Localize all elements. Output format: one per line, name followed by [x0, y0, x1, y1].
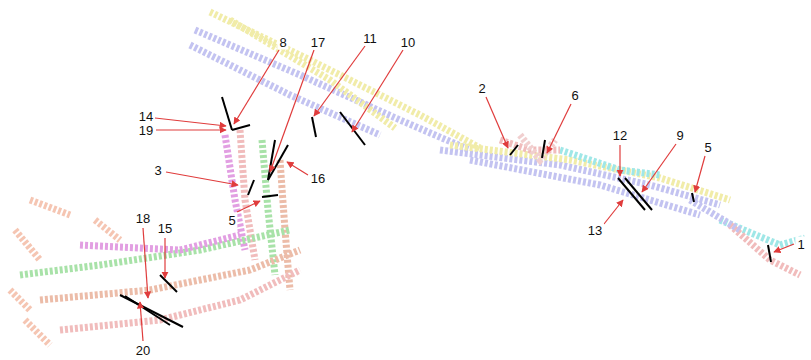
callout-number: 17 [309, 35, 327, 50]
callout-number: 14 [137, 109, 155, 124]
callout-number: 18 [134, 211, 152, 226]
callout-number: 20 [134, 343, 152, 358]
helix-ribbons [10, 12, 805, 345]
callout-number: 2 [476, 81, 487, 96]
callout-number: 6 [569, 88, 580, 103]
callout-number: 19 [137, 123, 155, 138]
callout-number: 5 [226, 213, 237, 228]
callout-number: 12 [611, 128, 629, 143]
callout-number: 15 [156, 221, 174, 236]
distance-markers [120, 97, 771, 327]
callout-number: 11 [361, 31, 379, 46]
callout-number: 8 [277, 35, 288, 50]
callout-number: 3 [152, 163, 163, 178]
callout-number: 16 [309, 171, 327, 186]
callout-number: 13 [586, 223, 604, 238]
leader-arrows [140, 46, 794, 341]
callout-number: 9 [674, 128, 685, 143]
callout-number: 10 [399, 35, 417, 50]
callout-number: 5 [702, 140, 713, 155]
callout-number: 1 [795, 237, 806, 252]
